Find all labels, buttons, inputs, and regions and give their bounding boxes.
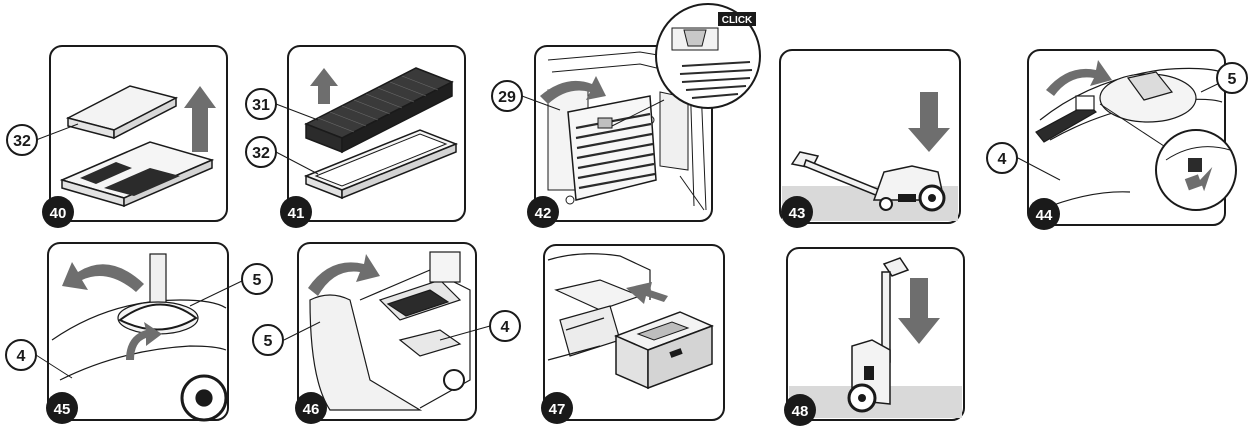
callout-label: 4 [501,319,510,336]
callout-circle [491,80,523,112]
panel-step-47: 47 [541,244,725,424]
mower-upright-drawing [847,257,910,413]
callout-label: 32 [13,133,31,150]
panel-step-44: 5 4 44 [986,49,1248,230]
callout-circle [1216,62,1248,94]
callout-circle [986,142,1018,174]
callout-circle [245,88,277,120]
callout-label: 5 [253,272,262,289]
mower-housing-drawing [547,51,707,211]
grille-door-drawing [567,95,657,201]
lift-arrow [310,68,338,104]
step-badge [784,394,816,426]
step-badge [46,392,78,424]
callout-label: 31 [252,97,270,114]
panel-step-40: 32 40 [6,45,228,228]
latch-detail-inset [1099,103,1237,211]
callout-label: 4 [998,151,1007,168]
callout-circle [252,324,284,356]
foam-filter-drawing [304,67,454,154]
step-number: 47 [549,401,566,418]
callout-circle [489,310,521,342]
mower-open-drawing [309,251,471,411]
step-number: 45 [54,401,71,418]
rotate-arrow [62,262,144,292]
step-badge [1028,198,1060,230]
filter-cover-drawing [65,85,179,140]
push-down-arrow [898,278,940,344]
insert-arrow [626,282,668,304]
step-number: 46 [303,401,320,418]
rotate-arrow [126,322,162,360]
step-number: 43 [789,205,806,222]
callout-circle [241,263,273,295]
callout-label: 29 [498,89,516,106]
rotate-arrow [540,76,606,104]
click-detail-inset: CLICK [655,3,761,109]
step-number: 48 [792,403,809,420]
mower-top-drawing [1035,67,1223,211]
step-badge [781,196,813,228]
panel-step-46: 5 4 46 [252,242,521,424]
step-badge [295,392,327,424]
panel-step-45: 5 4 45 [5,242,273,424]
callout-circle [245,136,277,168]
callout-label: 5 [1228,71,1237,88]
step-number: 41 [288,205,305,222]
callout-label: 32 [252,145,270,162]
step-badge [527,196,559,228]
step-number: 42 [535,205,552,222]
rotate-arrow [308,254,380,296]
step-number: 44 [1036,207,1053,224]
click-label: CLICK [722,15,753,26]
callout-circle [5,339,37,371]
filter-frame-drawing [303,129,459,200]
battery-pack-drawing [614,311,714,390]
callout-circle [6,124,38,156]
panel-step-48: 48 [784,247,965,426]
push-down-arrow [908,92,950,152]
step-number: 40 [50,205,67,222]
step-badge [541,392,573,424]
panel-step-42: 29 CLICK 42 [491,3,761,228]
panel-step-43: 43 [779,49,961,228]
step-badge [280,196,312,228]
panel-step-41: 31 32 41 [245,45,466,228]
callout-label: 5 [264,333,273,350]
lift-arrow [184,86,216,152]
rotate-arrow [1046,60,1112,96]
step-badge [42,196,74,228]
filter-tray-drawing [59,141,215,208]
mower-top-drawing [51,253,228,422]
callout-label: 4 [17,348,26,365]
mower-body-drawing [872,165,946,212]
